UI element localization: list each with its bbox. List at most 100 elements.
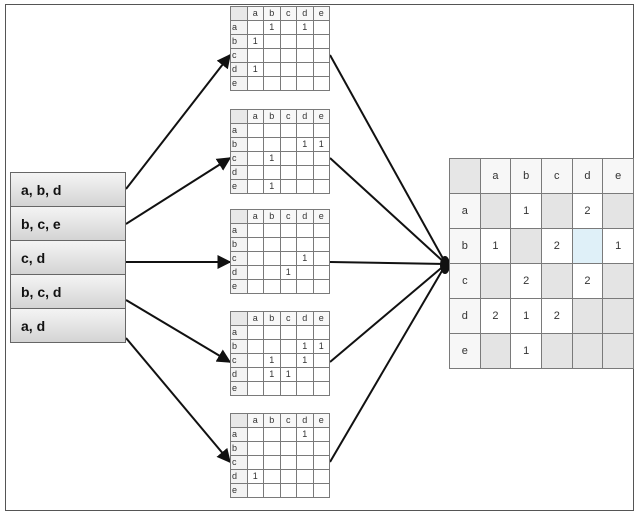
matrix-cell [279,34,297,49]
matrix-cell: 1 [263,179,281,194]
matrix-cell [246,237,264,252]
matrix-cell [312,237,330,252]
matrix-cell [246,441,264,456]
matrix-cell: 1 [510,193,542,229]
merge-arrow [329,263,447,463]
matrix-cell [312,279,330,294]
matrix-cell: 2 [571,193,604,229]
matrix-cell [246,20,264,35]
column-header: a [246,413,264,428]
matrix-cell [296,441,314,456]
matrix-cell [312,455,330,470]
row-header: b [230,34,248,49]
row-header: e [449,333,481,369]
matrix-cell [602,298,634,334]
matrix-cell [246,265,264,280]
matrix-cell [296,165,314,180]
matrix-cell: 2 [510,263,542,299]
matrix-cell [279,353,297,368]
column-header: a [246,311,264,326]
matrix-corner-cell [230,311,248,326]
matrix-cell: 1 [246,34,264,49]
row-header: d [230,367,248,382]
matrix-cell: 1 [263,367,281,382]
column-header: b [510,158,542,194]
matrix-cell [602,193,634,229]
matrix-cell [279,441,297,456]
matrix-cell [263,165,281,180]
matrix-cell [279,427,297,442]
matrix-cell: 1 [246,62,264,77]
matrix-cell [312,179,330,194]
matrix-cell: 1 [296,137,314,152]
matrix-cell [479,193,512,229]
column-header: c [279,6,297,21]
matrix-cell [312,265,330,280]
matrix-cell [279,251,297,266]
column-header: e [312,311,330,326]
matrix-cell [246,165,264,180]
matrix-cell [312,48,330,63]
matrix-cell: 1 [296,427,314,442]
matrix-cell [279,179,297,194]
row-header: c [449,263,481,299]
matrix-cell [312,123,330,138]
matrix-cell [246,251,264,266]
matrix-cell [246,123,264,138]
matrix-cell [571,228,604,264]
matrix-cell [279,469,297,484]
matrix-cell [540,263,573,299]
matrix-corner-cell [230,109,248,124]
transaction-list: a, b, d b, c, e c, d b, c, d a, d [10,172,126,343]
matrix-cell: 1 [510,333,542,369]
column-header: d [296,6,314,21]
matrix-cell [279,325,297,340]
matrix-cell [312,20,330,35]
matrix-cell [312,325,330,340]
row-header: e [230,76,248,91]
column-header: a [246,209,264,224]
column-header: a [246,6,264,21]
matrix-cell [296,223,314,238]
column-header: e [312,109,330,124]
column-header: d [571,158,604,194]
column-header: c [279,109,297,124]
transaction-row: a, b, d [10,172,126,207]
row-header: c [230,48,248,63]
column-header: b [263,311,281,326]
column-header: b [263,413,281,428]
row-header: b [230,441,248,456]
matrix-cell [246,427,264,442]
matrix-cell [263,76,281,91]
column-header: d [296,311,314,326]
matrix-cell: 1 [246,469,264,484]
matrix-cell [296,123,314,138]
matrix-cell: 2 [540,228,573,264]
matrix-cell [279,76,297,91]
matrix-cell [246,325,264,340]
matrix-cell: 1 [479,228,512,264]
input-arrow [125,337,231,464]
matrix-cell: 1 [602,228,634,264]
column-header: a [479,158,512,194]
column-header: e [602,158,634,194]
row-header: d [230,265,248,280]
matrix-cell [263,265,281,280]
matrix-cell [312,367,330,382]
matrix-cell: 1 [312,339,330,354]
matrix-cell: 1 [296,339,314,354]
matrix-cell [312,353,330,368]
column-header: c [540,158,573,194]
matrix-cell [296,34,314,49]
matrix-cell [312,469,330,484]
merge-arrow [329,263,447,363]
matrix-cell [279,455,297,470]
merge-arrow [329,261,447,265]
matrix-cell [279,237,297,252]
row-header: a [230,223,248,238]
matrix-cell [263,34,281,49]
matrix-corner-cell [230,6,248,21]
